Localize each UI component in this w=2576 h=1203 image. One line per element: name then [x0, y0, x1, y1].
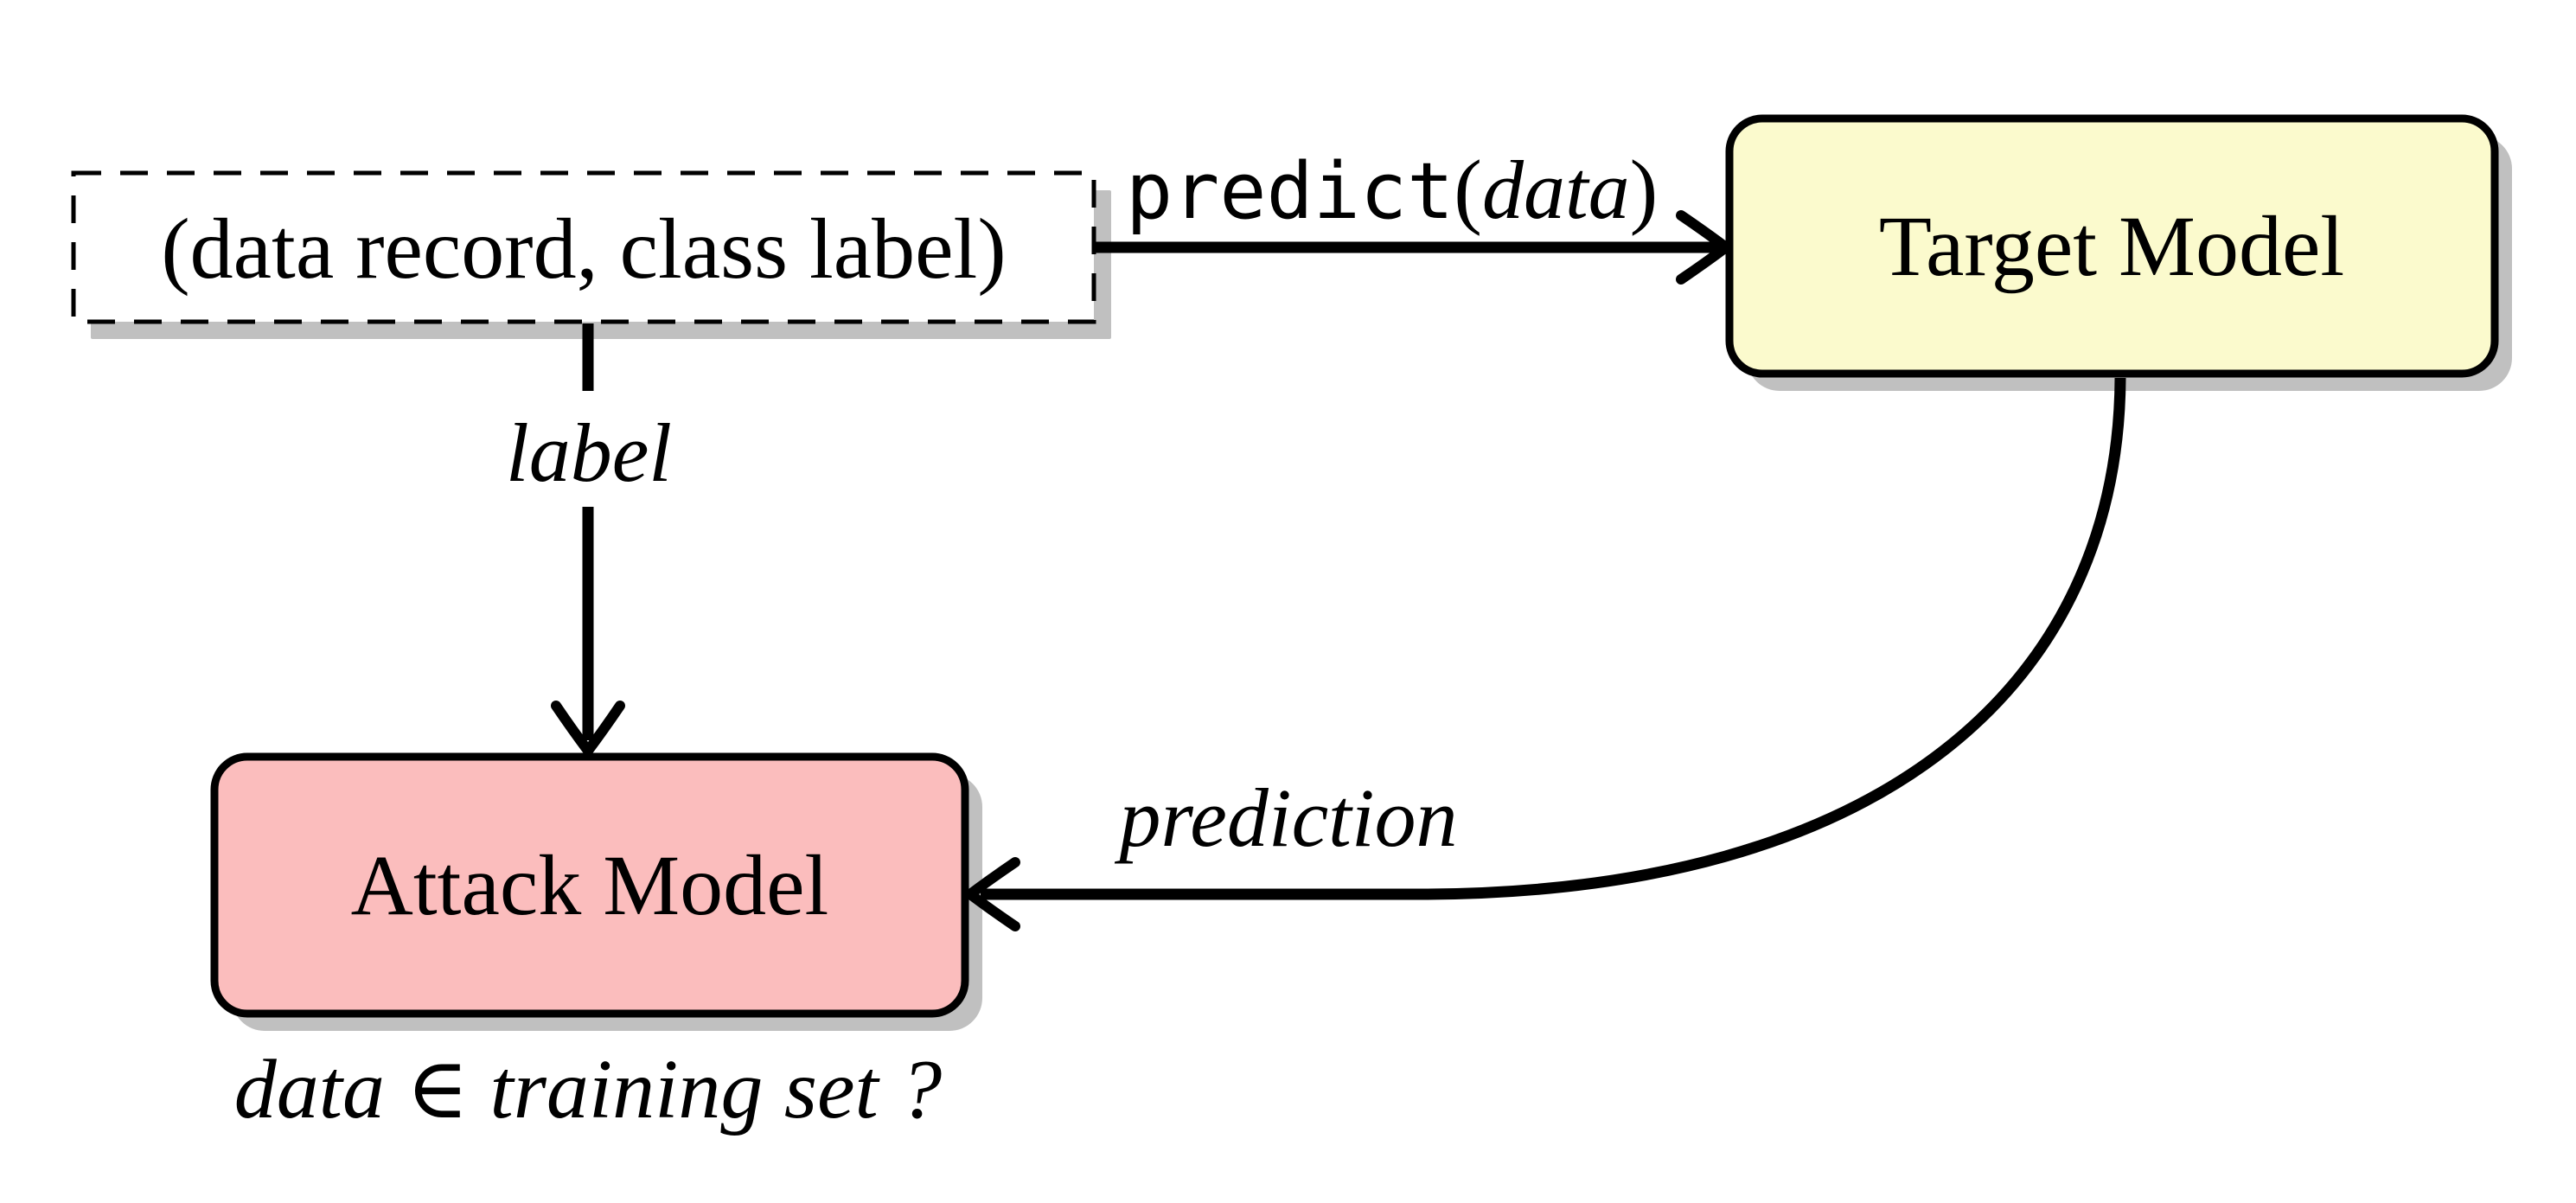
prediction-curve-shaft [981, 377, 2126, 900]
label-arrowhead-icon [551, 701, 625, 756]
node-attack-model: Attack Model [210, 752, 982, 1031]
attack-model-label: Attack Model [351, 837, 829, 933]
predict-arrowhead-icon [1676, 210, 1731, 285]
edge-predict: predict(data) [1096, 144, 1731, 285]
node-data-record: (data record, class label) [71, 170, 1111, 339]
node-target-model: Target Model [1725, 114, 2512, 391]
data-record-box [71, 170, 1096, 324]
label-edge-label: label [506, 406, 672, 499]
data-record-label: (data record, class label) [161, 201, 1006, 297]
predict-close-paren: ) [1630, 144, 1659, 237]
predict-fn-name: predict [1126, 146, 1454, 237]
target-model-label: Target Model [1879, 198, 2344, 294]
edge-label: label [506, 323, 672, 756]
predict-edge-label: predict(data) [1126, 144, 1658, 237]
prediction-edge-label: prediction [1114, 771, 1457, 864]
edge-prediction: prediction [965, 377, 2126, 931]
membership-question-caption: data ∈ training set ? [234, 1043, 942, 1136]
predict-open-paren: ( [1454, 144, 1482, 237]
prediction-arrowhead-icon [965, 857, 1020, 931]
attack-model-box [210, 752, 969, 1018]
predict-arg: data [1482, 144, 1630, 236]
